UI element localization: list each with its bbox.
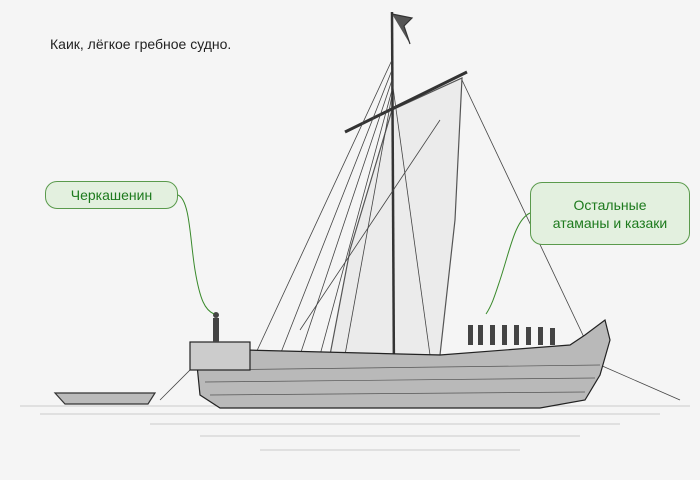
callout-label-line1: Остальные — [573, 196, 647, 213]
callout-leader-others — [485, 212, 531, 315]
callout-cherkashenin: Черкашенин — [45, 181, 178, 209]
yard — [344, 70, 468, 134]
callout-others: Остальные атаманы и казаки — [530, 182, 690, 245]
crew — [213, 312, 555, 345]
callout-label: Черкашенин — [70, 187, 153, 203]
water — [20, 405, 690, 451]
callout-leader-cherkashenin — [177, 194, 215, 315]
mast — [390, 11, 396, 381]
small-boat — [53, 392, 157, 405]
stern-cabin — [189, 341, 251, 371]
sail — [329, 77, 463, 356]
callout-label-line2: атаманы и казаки — [552, 214, 668, 231]
flag — [391, 13, 414, 45]
caption: Каик, лёгкое гребное судно. — [50, 36, 232, 52]
hull — [194, 318, 611, 409]
